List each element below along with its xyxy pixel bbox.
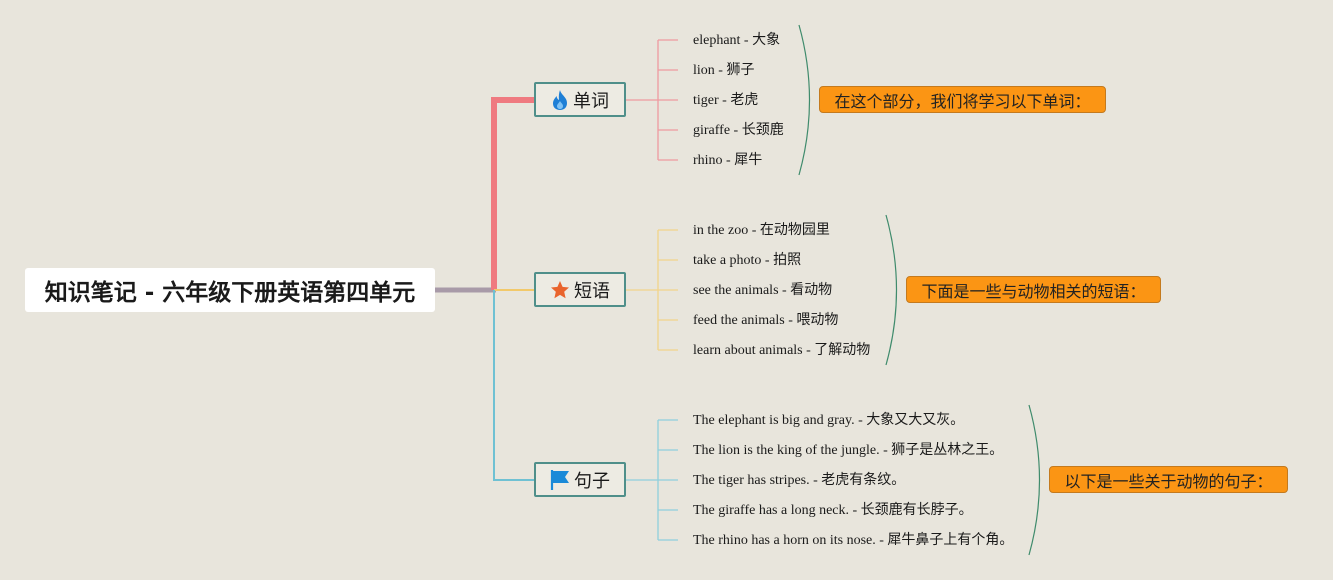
branch-connector-sentences	[493, 290, 534, 481]
root-topic[interactable]: 知识笔记 - 六年级下册英语第四单元	[25, 268, 435, 312]
leaf-word[interactable]: giraffe - 长颈鹿	[693, 123, 784, 138]
star-icon	[550, 280, 570, 300]
summary-bracket-words	[798, 24, 811, 176]
summary-bracket-phrases	[885, 214, 898, 366]
leaf-phrase[interactable]: see the animals - 看动物	[693, 283, 833, 298]
branch-phrases[interactable]: 短语	[534, 272, 626, 307]
leaf-sentence[interactable]: The giraffe has a long neck. - 长颈鹿有长脖子。	[693, 503, 973, 518]
leaf-word[interactable]: tiger - 老虎	[693, 93, 759, 108]
summary-text: 以下是一些关于动物的句子：	[1064, 471, 1273, 491]
leaf-sentence[interactable]: The rhino has a horn on its nose. - 犀牛鼻子…	[693, 533, 1014, 548]
summary-bracket-sentences	[1028, 404, 1041, 556]
leaf-sentence[interactable]: The elephant is big and gray. - 大象又大又灰。	[693, 413, 965, 428]
summary-text: 在这个部分，我们将学习以下单词：	[834, 91, 1091, 111]
branch-label: 短语	[574, 280, 610, 302]
fire-icon	[551, 89, 569, 111]
leaf-phrase[interactable]: take a photo - 拍照	[693, 253, 802, 268]
branch-connector-words	[491, 97, 534, 290]
leaf-word[interactable]: lion - 狮子	[693, 63, 755, 78]
leaf-phrase[interactable]: feed the animals - 喂动物	[693, 313, 839, 328]
leaf-connectors-words	[626, 39, 678, 161]
branch-words[interactable]: 单词	[534, 82, 626, 117]
leaf-sentence[interactable]: The lion is the king of the jungle. - 狮子…	[693, 443, 1004, 458]
summary-words[interactable]: 在这个部分，我们将学习以下单词：	[819, 86, 1106, 113]
summary-phrases[interactable]: 下面是一些与动物相关的短语：	[906, 276, 1161, 303]
branch-sentences[interactable]: 句子	[534, 462, 626, 497]
branch-label: 句子	[574, 470, 610, 492]
branch-label: 单词	[573, 90, 609, 112]
leaf-phrase[interactable]: learn about animals - 了解动物	[693, 343, 871, 358]
summary-text: 下面是一些与动物相关的短语：	[921, 281, 1146, 301]
leaf-connectors-phrases	[626, 229, 678, 351]
summary-sentences[interactable]: 以下是一些关于动物的句子：	[1049, 466, 1288, 493]
leaf-sentence[interactable]: The tiger has stripes. - 老虎有条纹。	[693, 473, 906, 488]
leaf-word[interactable]: elephant - 大象	[693, 33, 781, 48]
flag-icon	[550, 469, 570, 491]
root-title: 知识笔记 - 六年级下册英语第四单元	[44, 280, 416, 306]
leaf-connectors-sentences	[626, 419, 678, 541]
leaf-word[interactable]: rhino - 犀牛	[693, 153, 763, 168]
leaf-phrase[interactable]: in the zoo - 在动物园里	[693, 223, 830, 238]
